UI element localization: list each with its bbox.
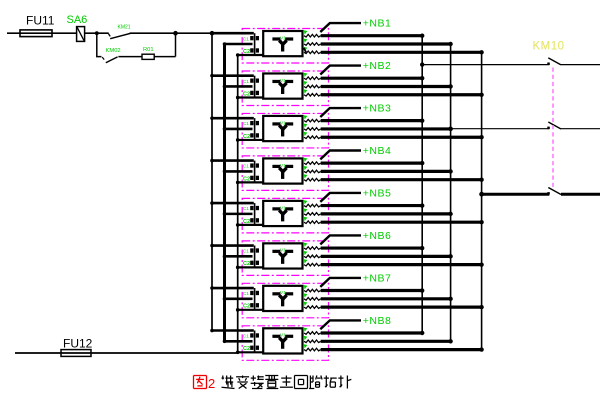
svg-text:FU11: FU11 [26,14,55,28]
svg-text:+NB4: +NB4 [363,145,392,157]
svg-text:KM02: KM02 [106,48,121,54]
svg-text:+NB3: +NB3 [363,102,392,114]
svg-text:KM21: KM21 [118,25,131,31]
svg-text:KM10: KM10 [533,41,565,53]
svg-text:+NB1: +NB1 [363,18,392,30]
svg-text:+NB2: +NB2 [363,60,392,72]
svg-text:+NB5: +NB5 [363,187,392,199]
svg-text:+NB7: +NB7 [363,272,392,284]
svg-text:2: 2 [208,376,215,391]
svg-text:+NB8: +NB8 [363,315,392,327]
svg-text:R01: R01 [143,47,154,53]
svg-text:FU12: FU12 [63,337,93,351]
svg-text:SA6: SA6 [67,14,88,26]
svg-text:+NB6: +NB6 [363,230,392,242]
